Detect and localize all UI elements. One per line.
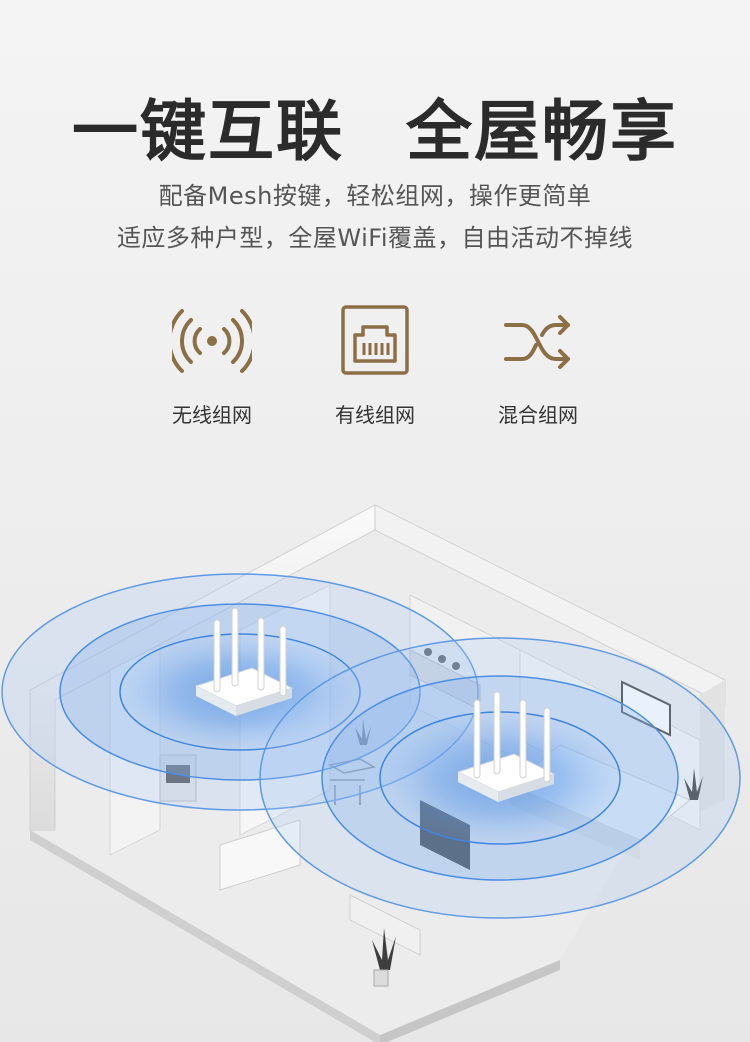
feature-hybrid: 混合组网 xyxy=(478,305,598,428)
apartment-coverage-illustration xyxy=(1,504,741,1042)
feature-wireless: 无线组网 xyxy=(152,305,272,428)
feature-wired: 有线组网 xyxy=(315,305,435,428)
shuffle-arrows-icon xyxy=(504,315,570,369)
subtitle-line2: 适应多种户型，全屋WiFi覆盖，自由活动不掉线 xyxy=(116,224,634,252)
headline-part2: 全屋畅享 xyxy=(406,93,678,170)
feature-wireless-label: 无线组网 xyxy=(172,403,252,427)
headline: 一键互联全屋畅享 xyxy=(0,78,750,174)
feature-wired-label: 有线组网 xyxy=(335,403,415,427)
headline-part1: 一键互联 xyxy=(72,93,344,170)
ethernet-port-icon xyxy=(341,305,409,375)
wireless-signal-icon xyxy=(172,309,252,373)
subtitle-line1: 配备Mesh按键，轻松组网，操作更简单 xyxy=(158,182,592,210)
router-right xyxy=(456,691,556,802)
router-left xyxy=(194,607,294,716)
feature-hybrid-label: 混合组网 xyxy=(498,403,578,427)
